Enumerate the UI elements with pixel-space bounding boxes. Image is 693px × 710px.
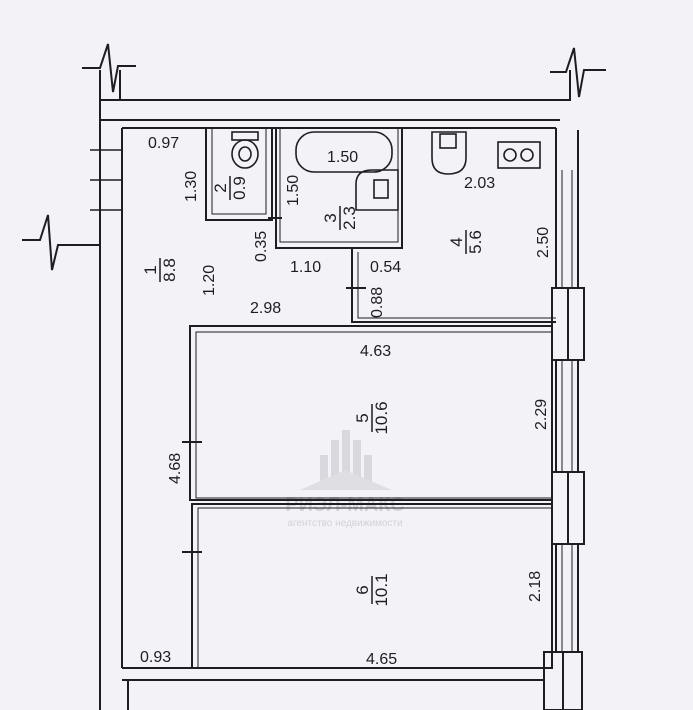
dimension-labels: 0.97 2.03 1.50 1.10 0.54 2.98 4.63 0.9 3 …: [140, 135, 552, 668]
dim-4.68: 4.68: [167, 453, 184, 484]
room-labels: 1 8.8 2 0.9 3 2.3 4 5.6 5 10.6 6 10.1: [141, 176, 485, 607]
dim-1.20: 1.20: [201, 265, 218, 296]
room-5-area: 10.6: [372, 401, 391, 434]
room-4-number: 4: [447, 237, 466, 246]
dim-1.10: 1.10: [290, 259, 321, 276]
room-1-area: 8.8: [160, 258, 179, 282]
room-3-label: 3 2.3: [321, 206, 359, 230]
dim-2.98: 2.98: [250, 300, 281, 317]
room-2-number: 2: [211, 183, 230, 192]
dim-2.18: 2.18: [527, 571, 544, 602]
dim-4.63: 4.63: [360, 343, 391, 360]
room-1-number: 1: [141, 265, 160, 274]
dim-4.65: 4.65: [366, 651, 397, 668]
dim-1.50-bath: 1.50: [285, 175, 302, 206]
partitions: [182, 127, 556, 669]
room-1-label: 1 8.8: [141, 258, 179, 282]
room-4-area: 5.6: [466, 230, 485, 254]
washbasin-icon: [355, 169, 399, 211]
walls: [22, 43, 606, 710]
room-5-label: 5 10.6: [353, 401, 391, 434]
watermark-tagline: агентство недвижимости: [287, 518, 402, 529]
watermark-logo-icon: [300, 430, 392, 490]
kitchen-sink-icon: [431, 131, 467, 175]
dim-1.30: 1.30: [183, 171, 200, 202]
dim-1.50-tub: 1.50: [327, 149, 358, 166]
dim-0.54: 0.54: [370, 259, 401, 276]
room-3-area: 2.3: [340, 206, 359, 230]
room-6-number: 6: [353, 585, 372, 594]
dim-0.97: 0.97: [148, 135, 179, 152]
room-5-number: 5: [353, 413, 372, 422]
watermark: РИЭЛ-МАКС агентство недвижимости: [285, 430, 405, 529]
left-opening: [90, 149, 122, 211]
bathtub-icon: [295, 131, 393, 173]
dim-2.03: 2.03: [464, 175, 495, 192]
room-3-number: 3: [321, 213, 340, 222]
fixtures: [231, 131, 541, 211]
room-6-label: 6 10.1: [353, 573, 391, 606]
room-4-label: 4 5.6: [447, 230, 485, 254]
room-2-label: 2 0.9: [211, 176, 249, 200]
room-6-area: 10.1: [372, 573, 391, 606]
dim-2.50: 2.50: [535, 227, 552, 258]
dim-0.35: 0.35: [253, 231, 270, 262]
dim-2.29: 2.29: [533, 399, 550, 430]
dim-0.93: 0.93: [140, 649, 171, 666]
room-2-area: 0.9: [230, 176, 249, 200]
stove-icon: [497, 141, 541, 169]
windows: [543, 287, 585, 710]
dim-0.88: 0.88: [369, 287, 386, 318]
toilet-icon: [231, 131, 259, 169]
